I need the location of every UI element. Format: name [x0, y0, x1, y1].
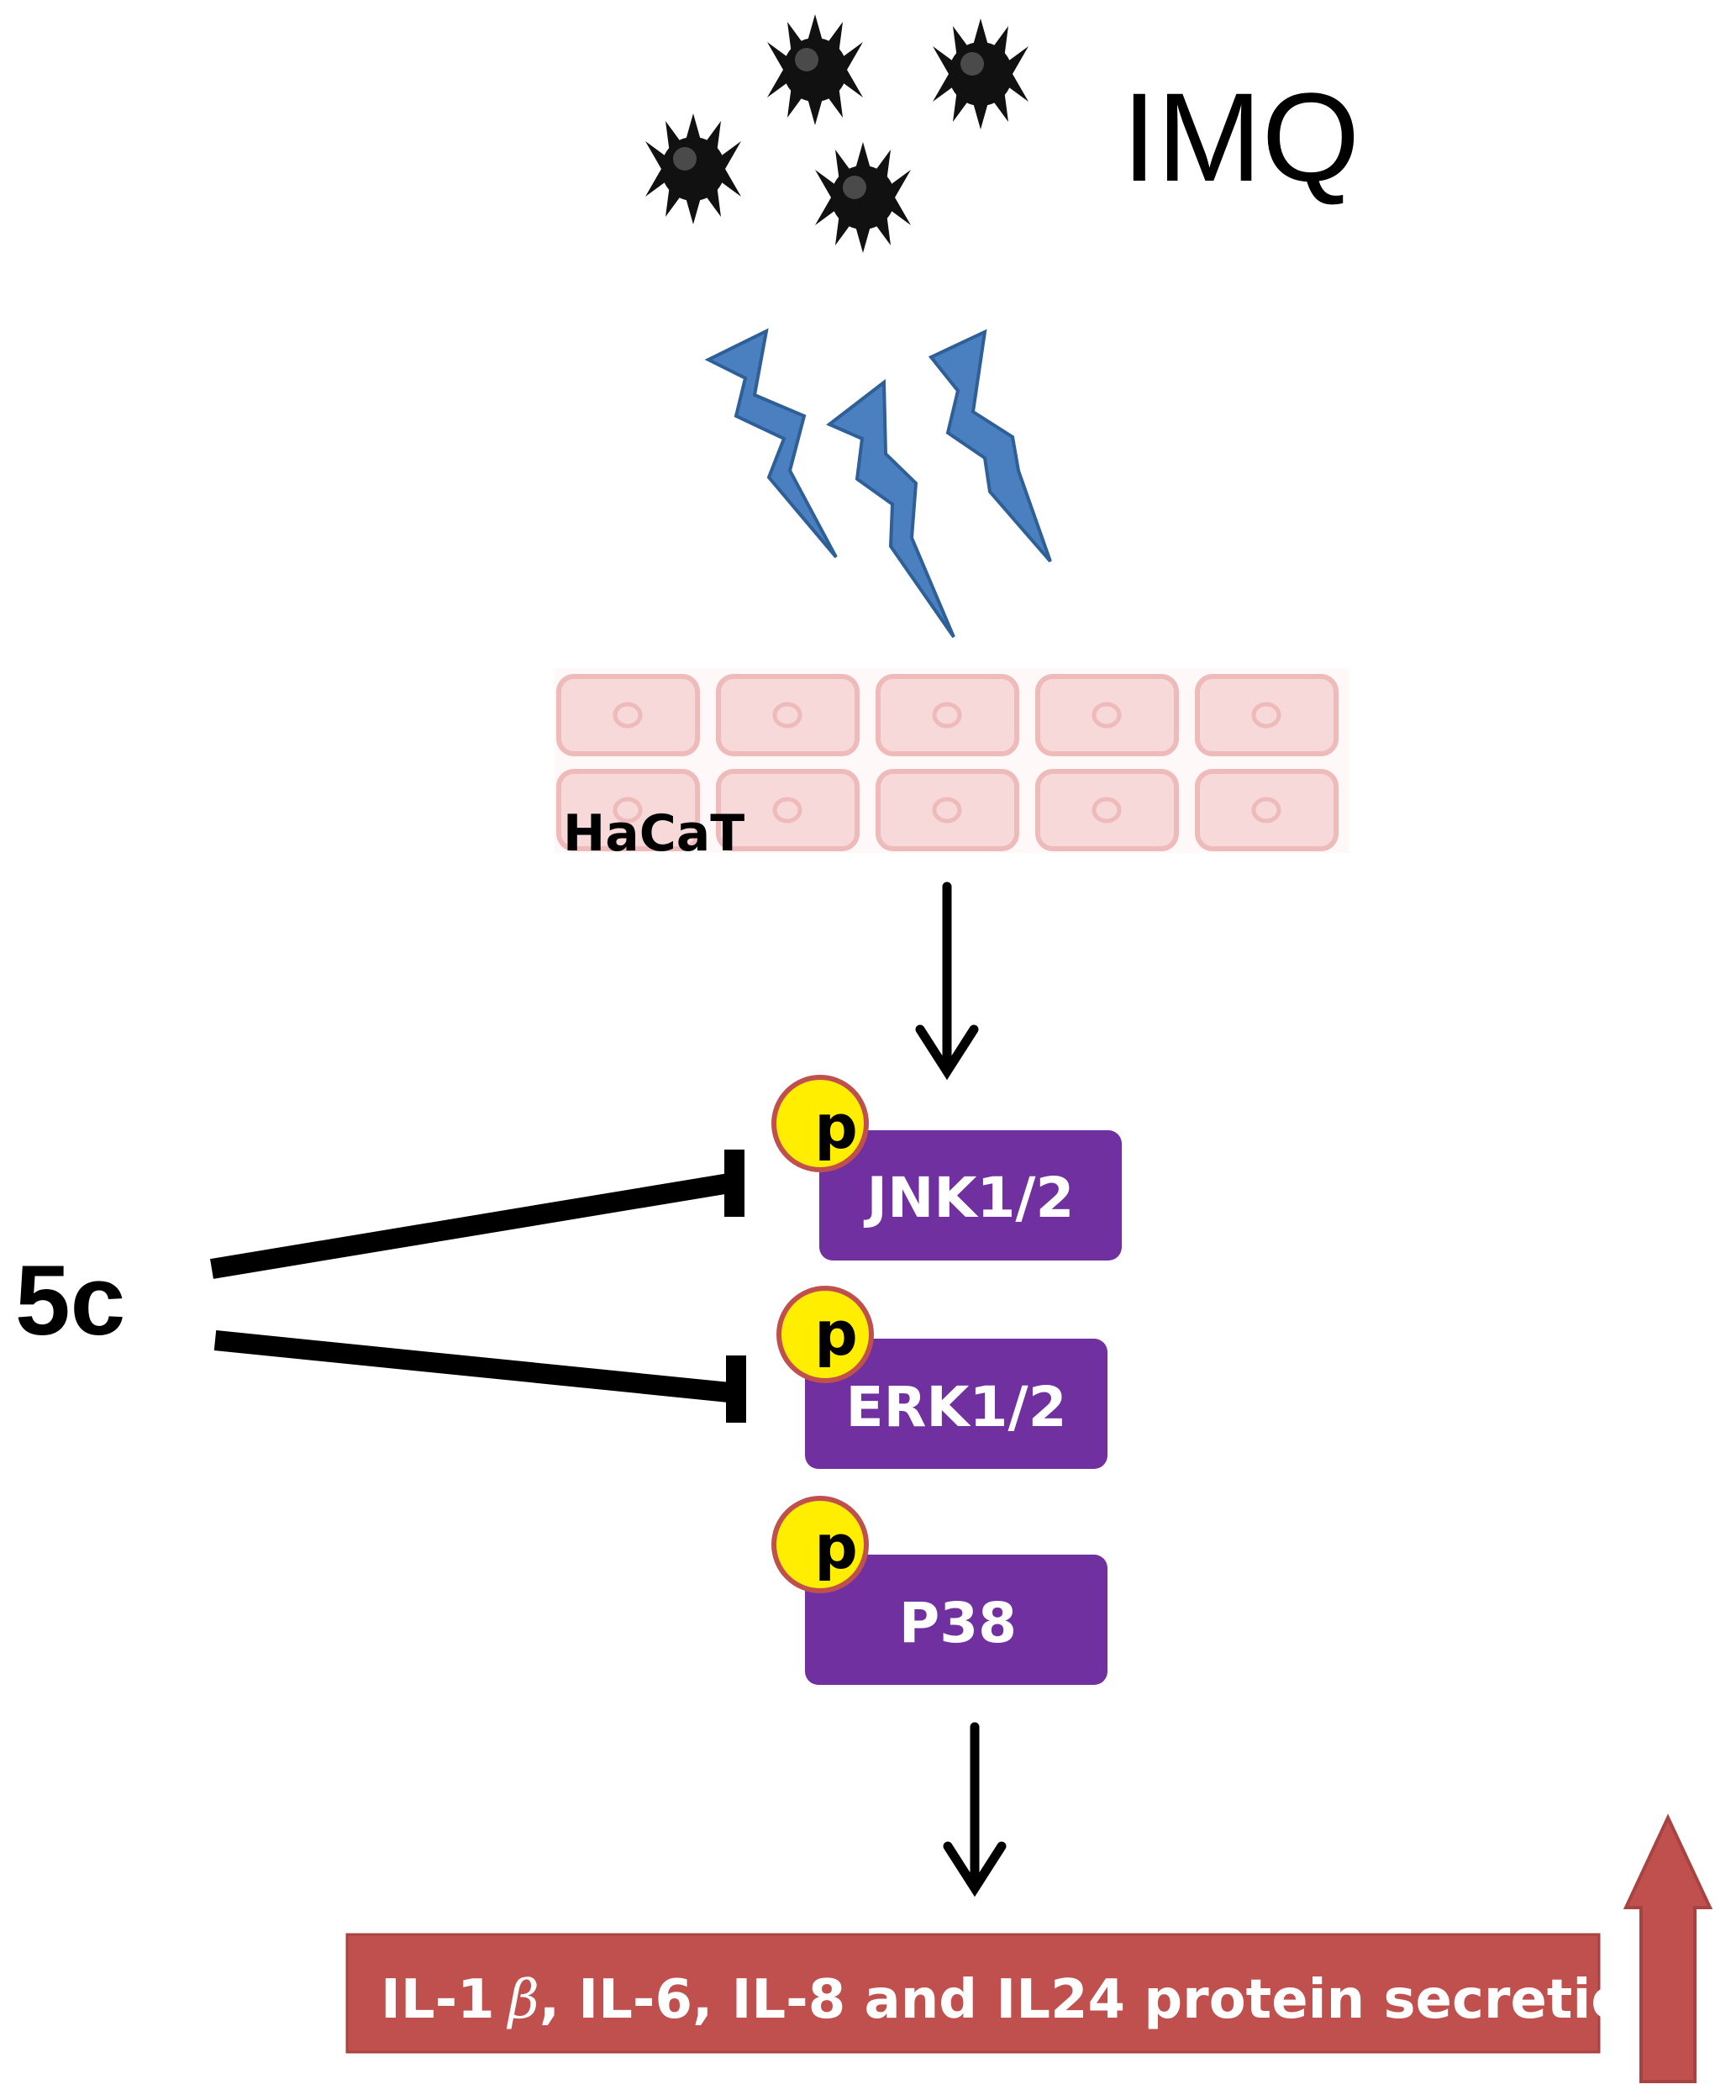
kinase-box: [819, 1130, 1122, 1261]
lightning-icon: [826, 379, 955, 639]
imq-particles: [645, 14, 1028, 253]
phospho-badge: [771, 1496, 869, 1593]
kinase-label: ERK1/2: [845, 1375, 1066, 1439]
increase-up-arrow-icon: [1623, 1813, 1713, 2083]
kinase-label: JNK1/2: [864, 1166, 1075, 1230]
kinase-box: [805, 1339, 1107, 1469]
imq-particle-icon: [933, 18, 1028, 129]
inhibition-line-erk: [213, 1330, 731, 1403]
imq-particle-icon: [645, 113, 741, 224]
kinase-label: P38: [899, 1591, 1017, 1655]
inhibition-lines: [210, 1150, 746, 1423]
stimulation-lightning-icons: [704, 328, 1052, 639]
hacat-cell-layer: [555, 668, 1349, 853]
output-text-beta: β: [507, 1969, 539, 2031]
imq-particle-icon: [767, 14, 863, 125]
phospho-badge: [771, 1075, 869, 1172]
output-text-rest: , IL-6, IL-8 and IL24 protein secretion: [539, 1969, 1666, 2031]
kinase-box: [805, 1555, 1107, 1685]
output-box: [345, 1933, 1601, 2054]
phospho-label: p: [814, 1298, 858, 1369]
phospho-label: p: [814, 1512, 858, 1582]
activation-arrow: [915, 882, 979, 1081]
kinase-jnk: JNK1/2 p: [771, 1075, 1122, 1261]
output-text-il1: IL-1: [381, 1969, 495, 2031]
kinase-erk: ERK1/2 p: [776, 1286, 1107, 1469]
lightning-icon: [928, 329, 1052, 563]
secretion-arrow: [943, 1722, 1007, 1897]
imq-label: IMQ: [1122, 66, 1360, 208]
inhibitor-label: 5c: [15, 1245, 125, 1356]
kinase-p38: P38 p: [771, 1496, 1107, 1685]
phospho-badge: [776, 1286, 874, 1383]
inhibition-line-jnk: [210, 1173, 731, 1279]
hacat-label: HaCaT: [563, 804, 744, 863]
phospho-label: p: [814, 1092, 858, 1162]
imq-particle-icon: [815, 142, 911, 253]
lightning-icon: [704, 328, 838, 559]
